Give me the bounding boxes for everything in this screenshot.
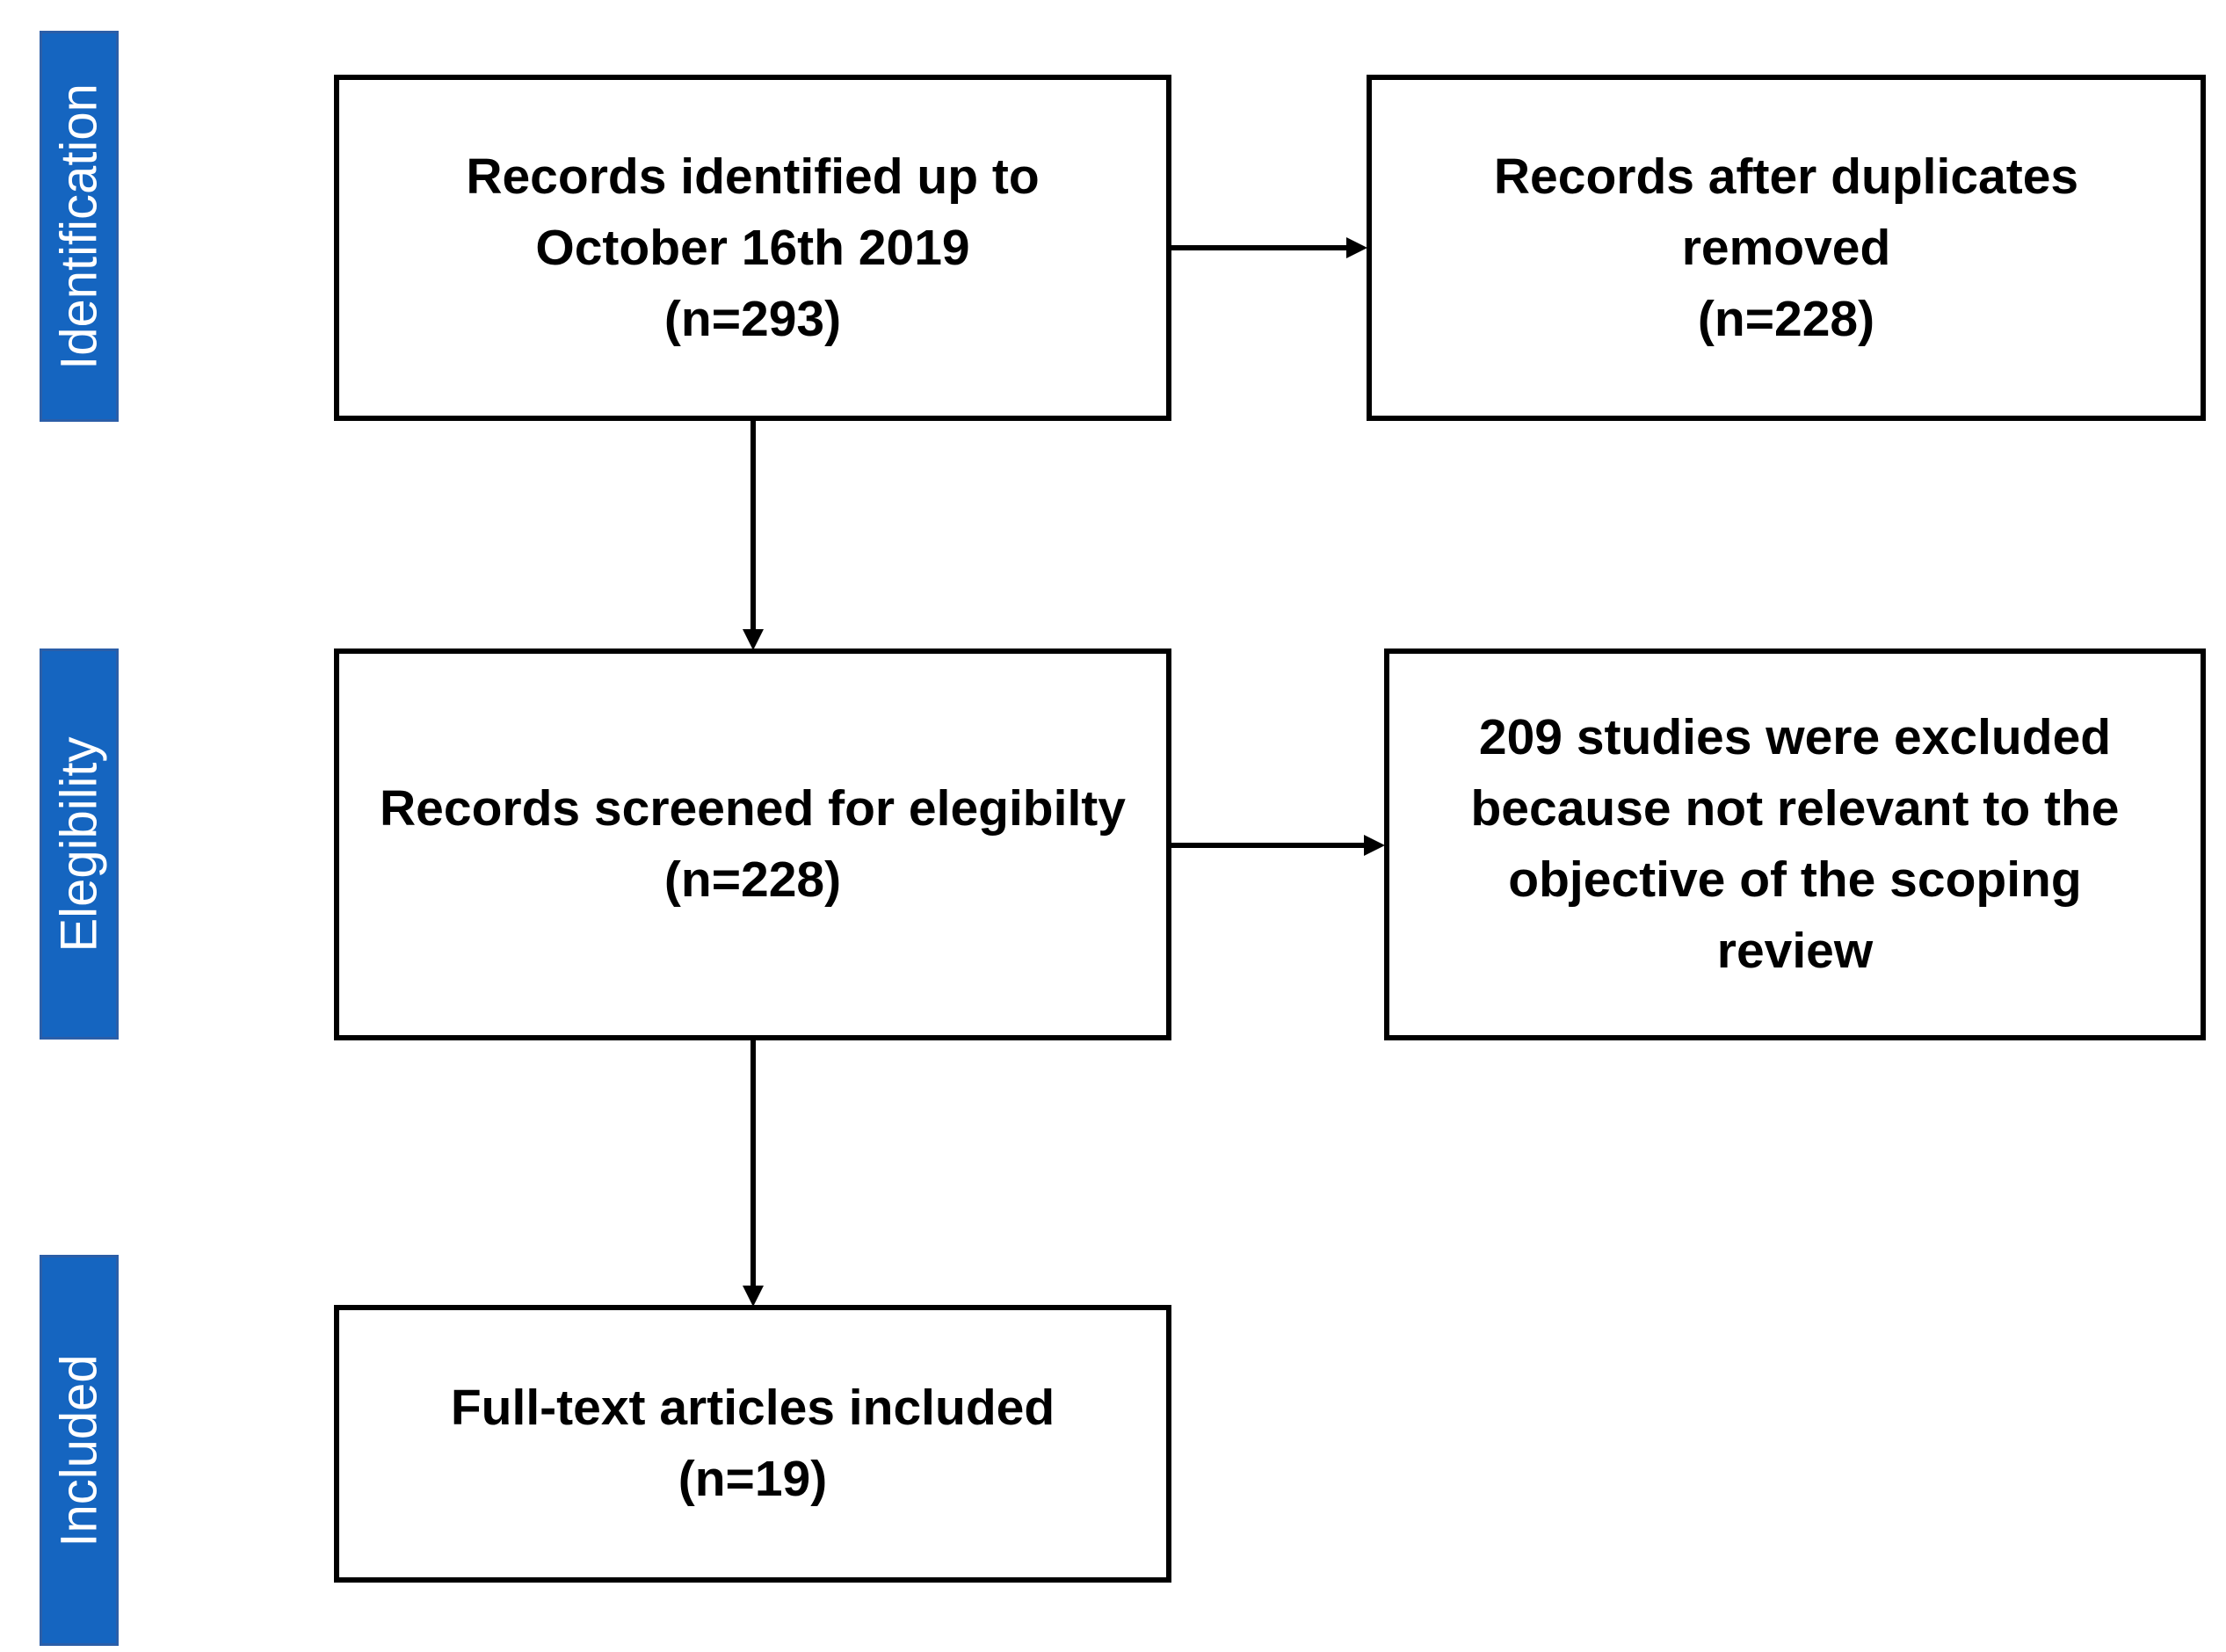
- studies-excluded-box: 209 studies were excluded because not re…: [1384, 648, 2206, 1040]
- records-identified-box: Records identified up to October 16th 20…: [334, 75, 1171, 421]
- stage-label-identification: Identification: [40, 31, 119, 422]
- arrow-identified-to-duplicates: [1171, 237, 1367, 258]
- records-screened-box: Records screened for elegibilty (n=228): [334, 648, 1171, 1040]
- studies-excluded-line-4: review: [1716, 923, 1874, 979]
- records-identified-count: (n=293): [663, 290, 842, 347]
- articles-included-line-1: Full-text articles included: [450, 1380, 1055, 1436]
- records-screened-count: (n=228): [663, 851, 842, 908]
- stage-label-included-text: Included: [50, 1353, 108, 1547]
- articles-included-count: (n=19): [678, 1451, 828, 1507]
- duplicates-removed-box: Records after duplicates removed (n=228): [1367, 75, 2206, 421]
- stage-label-identification-text: Identification: [50, 83, 108, 370]
- studies-excluded-line-2: because not relevant to the: [1470, 780, 2120, 837]
- duplicates-removed-line-2: removed: [1681, 219, 1891, 276]
- studies-excluded-line-1: 209 studies were excluded: [1478, 709, 2112, 765]
- stage-label-included: Included: [40, 1255, 119, 1646]
- duplicates-removed-count: (n=228): [1697, 290, 1875, 347]
- arrow-identified-to-screened: [743, 421, 764, 650]
- records-screened-line-1: Records screened for elegibilty: [380, 780, 1126, 837]
- records-identified-line-1: Records identified up to: [466, 148, 1040, 205]
- studies-excluded-line-3: objective of the scoping: [1508, 851, 2082, 908]
- duplicates-removed-line-1: Records after duplicates: [1493, 148, 2079, 205]
- arrow-screened-to-excluded: [1171, 835, 1385, 856]
- articles-included-box: Full-text articles included (n=19): [334, 1305, 1171, 1583]
- stage-label-eligibility: Elegibility: [40, 648, 119, 1040]
- stage-label-eligibility-text: Elegibility: [50, 736, 108, 952]
- arrow-screened-to-included: [743, 1040, 764, 1307]
- records-identified-line-2: October 16th 2019: [535, 219, 970, 276]
